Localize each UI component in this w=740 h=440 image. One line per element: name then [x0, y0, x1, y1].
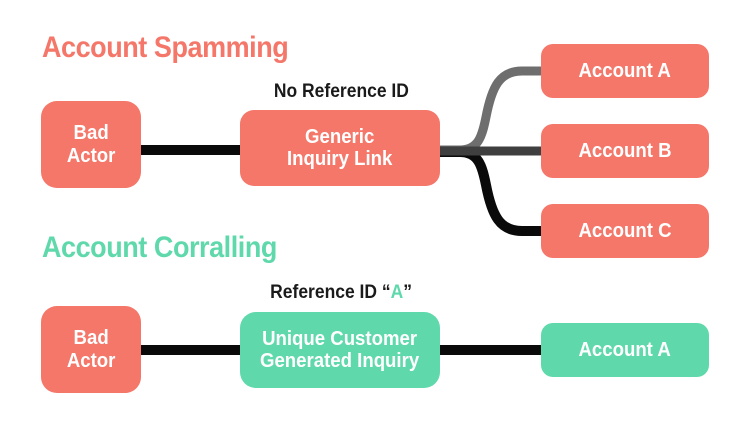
node-unique-customer-generated-inquiry-label: Unique Customer Generated Inquiry [260, 327, 420, 372]
node-generic-inquiry-link-label: Generic Inquiry Link [287, 125, 393, 170]
node-bad-actor-corralling-label: Bad Actor [66, 327, 116, 372]
node-account-a-corralling[interactable]: Account A [541, 323, 709, 377]
section-title-spamming: Account Spamming [42, 31, 289, 64]
caption-reference-id-prefix: Reference ID “ [270, 282, 391, 303]
node-account-c-spamming-label: Account C [578, 219, 672, 242]
node-bad-actor-spamming[interactable]: Bad Actor [41, 101, 141, 188]
node-account-c-spamming[interactable]: Account C [541, 204, 709, 258]
node-bad-actor-corralling[interactable]: Bad Actor [41, 306, 141, 393]
node-account-a-spamming[interactable]: Account A [541, 44, 709, 98]
caption-reference-id-suffix: ” [403, 282, 413, 303]
node-bad-actor-spamming-label: Bad Actor [66, 122, 116, 167]
section-title-corralling: Account Corralling [42, 231, 277, 264]
caption-no-reference-id: No Reference ID [273, 81, 409, 102]
node-unique-customer-generated-inquiry[interactable]: Unique Customer Generated Inquiry [240, 312, 440, 388]
node-account-a-spamming-label: Account A [578, 59, 672, 82]
node-account-b-spamming[interactable]: Account B [541, 124, 709, 178]
caption-reference-id-letter: A [390, 282, 404, 303]
caption-reference-id-a: Reference ID “A” [270, 283, 412, 302]
node-generic-inquiry-link[interactable]: Generic Inquiry Link [240, 110, 440, 186]
wire-inquiry-to-account-a [432, 66, 550, 155]
wire-inquiry-to-account-c [432, 147, 550, 236]
node-account-a-corralling-label: Account A [578, 338, 672, 361]
node-account-b-spamming-label: Account B [578, 139, 672, 162]
